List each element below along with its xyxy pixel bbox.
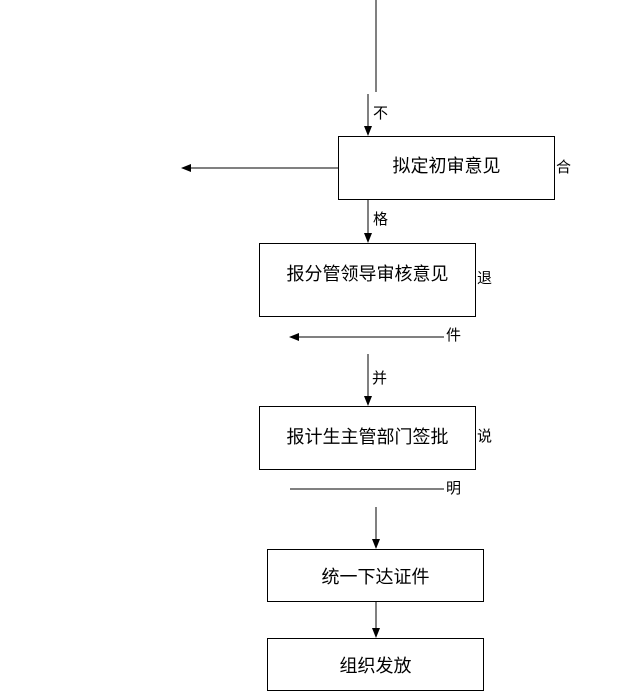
dept-approval-text: 报计生主管部门签批 [286,427,449,448]
label-c6: 并 [372,369,388,387]
label-c8: 明 [446,479,462,497]
dept-approval-box: 报计生主管部门签批 [259,406,476,470]
leader-review-box: 报分管领导审核意见 [259,243,476,317]
draft-opinion-text: 拟定初审意见 [392,156,501,177]
label-c5: 件 [446,326,462,344]
leader-review-text: 报分管领导审核意见 [286,264,449,285]
label-c1: 不 [373,104,389,122]
label-c2: 合 [556,158,572,176]
issue-certificate-text: 统一下达证件 [321,566,430,588]
label-c3: 格 [373,210,389,228]
label-c7: 说 [477,427,493,445]
label-c4: 退 [477,269,493,287]
issue-certificate-box: 统一下达证件 [267,549,484,602]
draft-opinion-box: 拟定初审意见 [338,136,555,200]
organize-distribution-box: 组织发放 [267,638,484,691]
organize-distribution-text: 组织发放 [339,655,412,677]
